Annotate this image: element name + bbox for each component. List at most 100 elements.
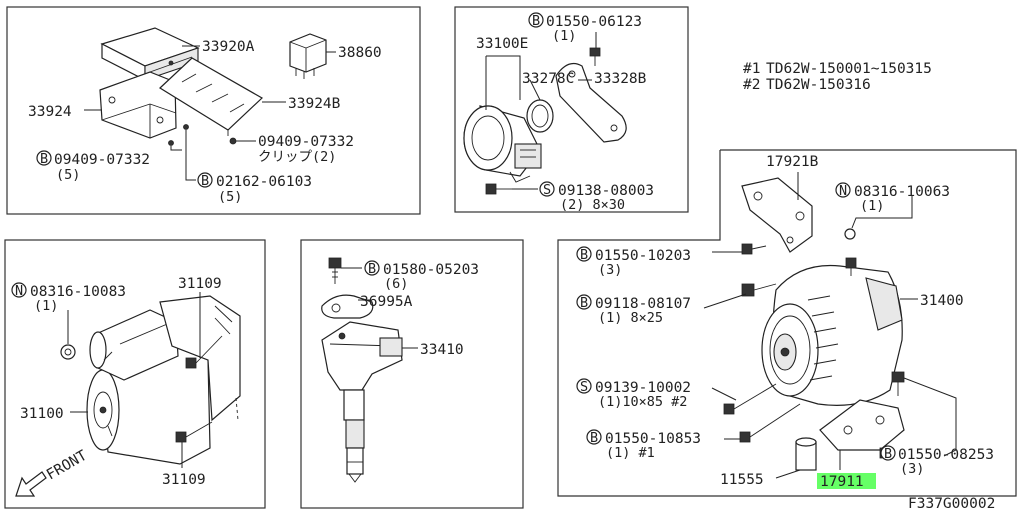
throttle-body-drawing (463, 105, 542, 183)
badge-b-ecm-1-letter: B (40, 151, 48, 167)
label-09118-08107-qty: (1) 8×25 (598, 310, 663, 326)
ecm-cover-drawing (159, 57, 264, 136)
badge-b-throttle (528, 12, 544, 28)
label-11555: 11555 (720, 472, 764, 488)
ecm-bracket-drawing (99, 71, 177, 139)
label-09409-07332-b: 09409-07332 (54, 152, 150, 168)
relay-drawing (289, 33, 327, 79)
badge-n-alternator-letter: N (839, 183, 847, 199)
serial-note-mark-1: #1 (743, 61, 760, 77)
panel-throttle: B 01550-06123 (1) 33100E 33278C 33328B S… (454, 6, 689, 213)
badge-b-throttle-letter: B (532, 13, 540, 29)
badge-s-throttle-letter: S (543, 182, 551, 198)
badge-s-throttle (539, 181, 555, 197)
panel-ecm-frame (6, 6, 421, 215)
front-direction-arrow: FRONT (15, 448, 90, 497)
label-01550-10203-qty: (3) (598, 262, 622, 278)
badge-s-alt-letter: S (580, 379, 588, 395)
badge-n-starter-letter: N (15, 283, 23, 299)
badge-b-coil (364, 260, 380, 276)
starter-fasteners (60, 335, 223, 443)
label-33410: 33410 (420, 342, 464, 358)
spacer-drawing (795, 437, 817, 471)
throttle-bolts (485, 47, 601, 195)
badge-n-starter (11, 282, 27, 298)
badge-b-ecm-2-letter: B (201, 173, 209, 189)
label-31100: 31100 (20, 406, 64, 422)
starter-motor-drawing (86, 295, 241, 465)
label-01550-08253: 01550-08253 (898, 447, 994, 463)
label-31109-top: 31109 (178, 276, 222, 292)
panel-alternator-leaders (703, 172, 957, 479)
panel-ecm-leaders (84, 45, 336, 181)
badge-b-ecm-2 (197, 172, 213, 188)
label-33328b: 33328B (594, 71, 647, 87)
serial-notes: #1 TD62W-150001~150315 #2 TD62W-150316 (743, 61, 932, 93)
coil-gasket-drawing (321, 294, 374, 319)
panel-coil: B 01580-05203 (6) 36995A 33410 (300, 239, 524, 509)
serial-note-range-1: TD62W-150001~150315 (766, 61, 932, 77)
badge-b-coil-letter: B (368, 261, 376, 277)
label-02162-06103-qty: (5) (218, 189, 242, 205)
label-33278c: 33278C (522, 71, 574, 87)
ecm-fasteners (168, 124, 237, 146)
label-09118-08107: 09118-08107 (595, 296, 691, 312)
badge-b-alt-3 (586, 429, 602, 445)
panel-ecm: 33920A 38860 33924 33924B 09409-07332 クリ… (6, 6, 421, 215)
ignition-coil-drawing (321, 321, 403, 483)
label-08316-10063-qty: (1) (860, 198, 884, 214)
part-highlight (817, 473, 876, 489)
badge-b-alt-2 (576, 294, 592, 310)
panel-throttle-frame (454, 6, 689, 213)
panel-starter-frame (4, 239, 266, 509)
serial-note-mark-2: #2 (743, 77, 760, 93)
panel-starter-leaders (67, 292, 201, 468)
label-09409-07332-a: 09409-07332 (258, 134, 354, 150)
label-01550-10203: 01550-10203 (595, 248, 691, 264)
label-09139-10002-qty: (1)10×85 #2 (598, 394, 687, 410)
badge-b-alt-3-letter: B (590, 430, 598, 446)
badge-b-alt-4 (880, 445, 896, 461)
ecm-unit-drawing (100, 27, 200, 81)
label-17921b: 17921B (766, 154, 819, 170)
label-01580-05203-qty: (6) (384, 276, 408, 292)
panel-starter: N 08316-10083 (1) 31109 31100 31109 FRON… (4, 239, 266, 509)
label-33924b: 33924B (288, 96, 341, 112)
label-33924: 33924 (28, 104, 72, 120)
badge-b-alt-2-letter: B (580, 295, 588, 311)
alternator-lower-bracket-drawing (819, 399, 905, 451)
label-09409-07332-b-qty: (5) (56, 167, 80, 183)
label-33100e: 33100E (476, 36, 528, 52)
label-01550-10853: 01550-10853 (605, 431, 701, 447)
alternator-upper-bracket-drawing (741, 177, 813, 253)
label-08316-10083-qty: (1) (34, 298, 58, 314)
label-31400: 31400 (920, 293, 964, 309)
badge-b-alt-4-letter: B (884, 446, 892, 462)
panel-alternator-frame (557, 149, 1017, 497)
label-33920a: 33920A (202, 39, 255, 55)
label-01550-08253-qty: (3) (900, 461, 924, 477)
serial-note-range-2: TD62W-150316 (766, 77, 871, 93)
label-clip-qty: クリップ(2) (258, 149, 336, 165)
label-38860: 38860 (338, 45, 382, 61)
badge-n-alternator (835, 182, 851, 198)
label-01580-05203: 01580-05203 (383, 262, 479, 278)
panel-alternator: 17921B N 08316-10063 (1) B 01550-10203 (… (557, 149, 1017, 497)
panel-coil-leaders (341, 267, 418, 349)
alternator-drawing (761, 257, 903, 406)
label-front: FRONT (44, 448, 90, 484)
label-09138-08003-qty: (2) 8×30 (560, 197, 625, 213)
label-08316-10083: 08316-10083 (30, 284, 126, 300)
badge-s-alt (576, 378, 592, 394)
badge-b-ecm-1 (36, 150, 52, 166)
label-02162-06103: 02162-06103 (216, 174, 312, 190)
badge-b-alt-1 (576, 246, 592, 262)
label-08316-10063: 08316-10063 (854, 184, 950, 200)
label-17911: 17911 (820, 474, 864, 490)
panel-coil-frame (300, 239, 524, 509)
label-01550-10853-qty: (1) #1 (606, 445, 655, 461)
badge-b-alt-1-letter: B (580, 247, 588, 263)
figure-code: F337G00002 (908, 496, 995, 512)
throttle-bracket-drawing (555, 63, 627, 143)
